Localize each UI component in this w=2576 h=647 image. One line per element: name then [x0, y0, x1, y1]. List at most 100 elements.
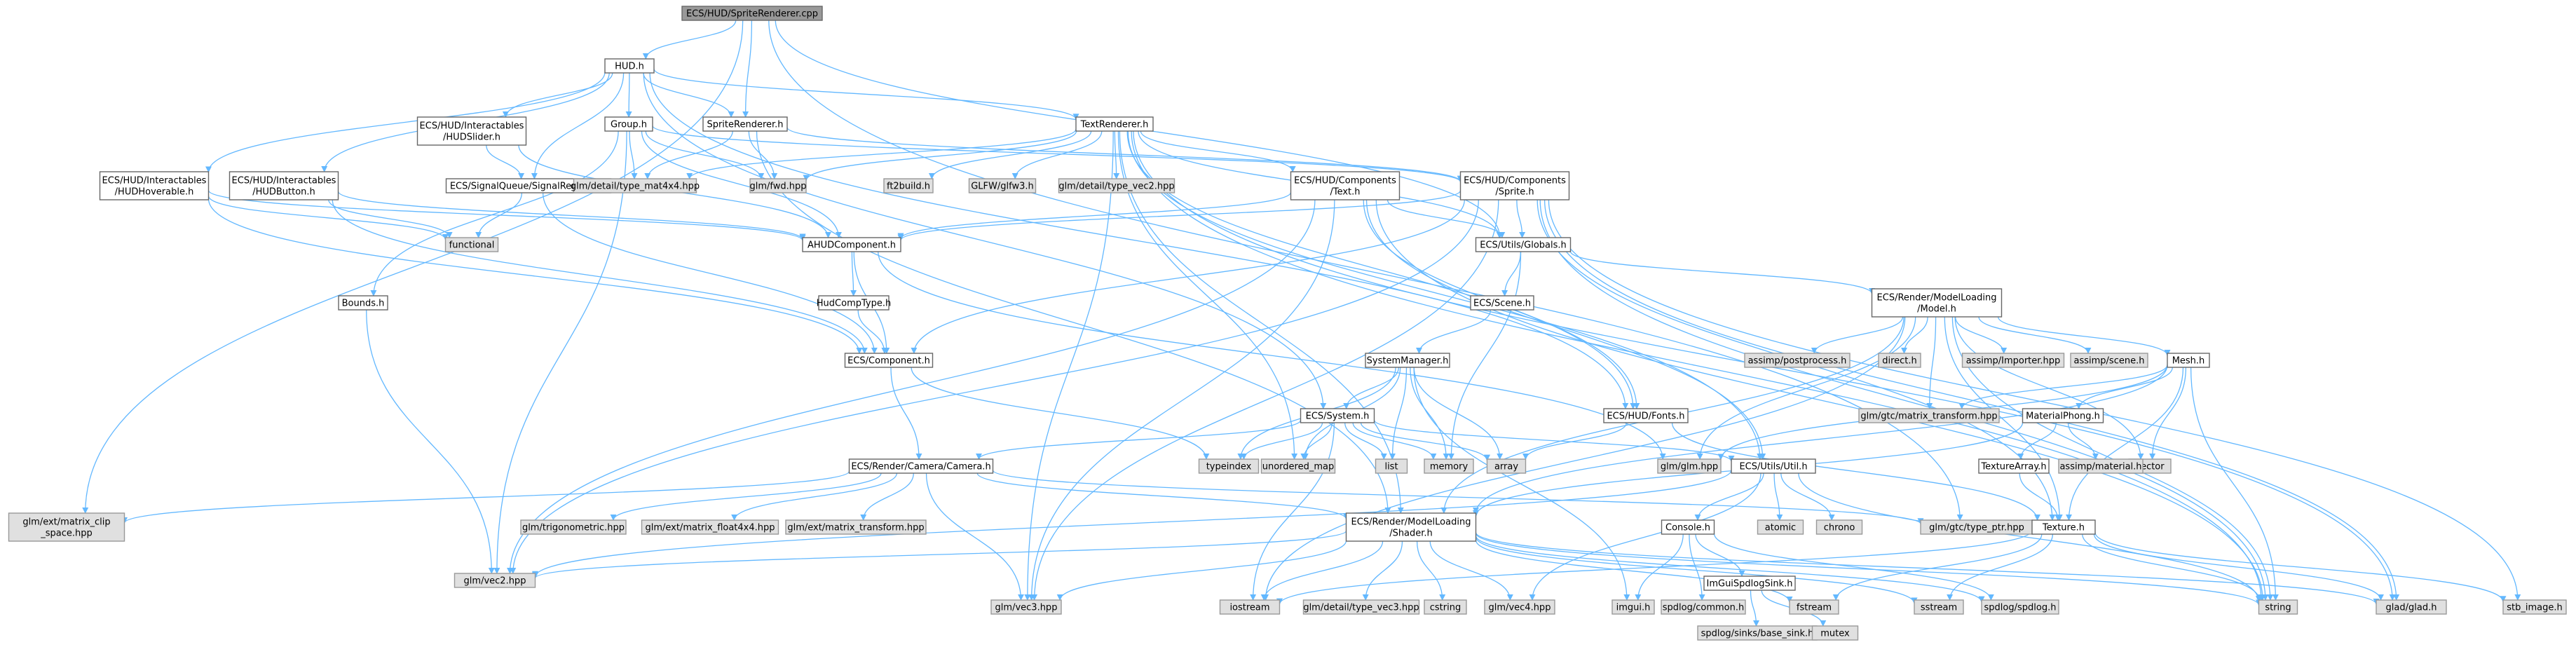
node-globals-label-0: ECS/Utils/Globals.h	[1480, 240, 1567, 251]
node-shader[interactable]: ECS/Render/ModelLoading/Shader.h	[1345, 512, 1477, 542]
node-globals[interactable]: ECS/Utils/Globals.h	[1475, 237, 1572, 252]
node-hud-label-0: HUD.h	[615, 62, 644, 72]
node-array-label-0: array	[1494, 462, 1518, 472]
node-model[interactable]: ECS/Render/ModelLoading/Model.h	[1871, 288, 2003, 318]
edge-util-to-vec2	[532, 470, 1732, 578]
node-postprocess-box	[1744, 353, 1851, 368]
node-util[interactable]: ECS/Utils/Util.h	[1731, 458, 1816, 474]
node-imgui: imgui.h	[1611, 599, 1655, 615]
node-texarray[interactable]: TextureArray.h	[1978, 458, 2050, 474]
edge-textrenderer-to-fwd	[803, 130, 1077, 182]
edge-compsprite-to-stbimage	[1548, 199, 2521, 601]
edge-shader-to-iostream	[1260, 540, 1384, 601]
node-shader-box	[1345, 512, 1477, 542]
node-mutex-box	[1811, 625, 1859, 641]
node-texture-box	[2031, 519, 2096, 535]
node-group[interactable]: Group.h	[604, 116, 653, 132]
node-typeindex-label-0: typeindex	[1206, 462, 1252, 472]
node-glad-label-0: glad/glad.h	[2386, 603, 2437, 613]
node-vec3-label-0: glm/vec3.hpp	[995, 603, 1058, 613]
node-ecssystem-label-0: ECS/System.h	[1306, 411, 1370, 422]
node-ahud[interactable]: AHUDComponent.h	[802, 237, 901, 252]
node-matphong-label-0: MaterialPhong.h	[2026, 411, 2100, 422]
node-ecssystem[interactable]: ECS/System.h	[1300, 408, 1375, 423]
edge-root-to-spriterenderer	[742, 20, 753, 118]
node-ecssystem-box	[1300, 408, 1375, 423]
edge-ecssystem-to-unordered	[1300, 422, 1333, 460]
edge-model-to-vector	[1954, 316, 2144, 460]
node-sysmanager[interactable]: SystemManager.h	[1365, 353, 1450, 368]
node-clipspace-label-1: _space.hpp	[40, 529, 93, 539]
node-cstring-box	[1424, 599, 1467, 615]
node-comptext-label-1: /Text.h	[1330, 187, 1360, 198]
edge-textrenderer-to-typevec2	[1113, 130, 1120, 179]
node-comptext[interactable]: ECS/HUD/Components/Text.h	[1290, 171, 1401, 200]
node-hudcomptype[interactable]: HudCompType.h	[817, 295, 891, 311]
edge-texture-to-iostream	[1276, 530, 2033, 605]
node-fonts[interactable]: ECS/HUD/Fonts.h	[1603, 408, 1689, 423]
edge-texture-to-sstream	[1947, 533, 2054, 601]
node-compsprite[interactable]: ECS/HUD/Components/Sprite.h	[1459, 171, 1570, 200]
node-signalqueue[interactable]: ECS/SignalQueue/SignalReceiver.h	[445, 178, 612, 193]
node-hud-box	[604, 58, 655, 74]
node-ft2build-label-0: ft2build.h	[887, 182, 930, 192]
node-iostream: iostream	[1219, 599, 1281, 615]
node-unordered-box	[1260, 458, 1336, 474]
node-ascene: assimp/scene.h	[2070, 353, 2148, 368]
edge-util-to-vec4	[1529, 472, 1761, 601]
edge-mesh-to-matphong	[2076, 367, 2173, 409]
node-hudslider[interactable]: ECS/HUD/Interactables/HUDSlider.h	[416, 116, 527, 146]
node-mat4x4-label-0: glm/detail/type_mat4x4.hpp	[571, 182, 700, 192]
node-camera[interactable]: ECS/Render/Camera/Camera.h	[848, 458, 994, 474]
node-direct-box	[1878, 353, 1921, 368]
node-mat4x4-box	[573, 178, 697, 193]
edge-camera-to-exttransform	[860, 472, 914, 521]
node-glmhpp-label-0: glm/glm.hpp	[1661, 462, 1718, 472]
node-texture[interactable]: Texture.h	[2031, 519, 2096, 535]
node-console[interactable]: Console.h	[1661, 519, 1715, 535]
edge-matphong-to-amaterial	[2067, 422, 2099, 460]
node-atomic-label-0: atomic	[1765, 523, 1796, 533]
node-scene-label-0: ECS/Scene.h	[1473, 299, 1531, 309]
edge-camera-to-trig	[610, 472, 882, 521]
edge-shader-to-sstream	[1475, 536, 1918, 604]
node-component[interactable]: ECS/Component.h	[844, 353, 934, 368]
node-cstring-label-0: cstring	[1430, 603, 1461, 613]
node-textrenderer[interactable]: TextRenderer.h	[1075, 116, 1154, 132]
node-fstream-label-0: fstream	[1797, 603, 1832, 613]
edge-camera-to-clipspace	[121, 470, 850, 524]
edge-sysmanager-to-ecssystem	[1343, 367, 1399, 409]
node-fwd-box	[749, 178, 807, 193]
node-stbimage: stb_image.h	[2502, 599, 2567, 615]
edge-globals-to-model	[1569, 251, 1875, 294]
edge-textrenderer-to-ft2build	[928, 130, 1092, 179]
node-root[interactable]: ECS/HUD/SpriteRenderer.cpp	[681, 6, 823, 21]
node-ascene-box	[2070, 353, 2148, 368]
edge-texture-to-string	[2082, 533, 2263, 601]
node-hudbutton-label-1: /HUDButton.h	[252, 187, 315, 198]
node-root-label-0: ECS/HUD/SpriteRenderer.cpp	[686, 9, 818, 20]
node-postprocess: assimp/postprocess.h	[1744, 353, 1851, 368]
node-matphong[interactable]: MaterialPhong.h	[2022, 408, 2104, 423]
node-ft2build: ft2build.h	[883, 178, 934, 193]
node-clipspace-box	[8, 512, 125, 542]
edge-model-to-mesh	[1997, 316, 2171, 357]
node-globals-box	[1475, 237, 1572, 252]
edge-util-to-chrono	[1780, 472, 1835, 521]
node-shader-label-0: ECS/Render/ModelLoading	[1351, 517, 1471, 528]
edge-camera-to-typeptr	[992, 470, 1924, 525]
node-hud[interactable]: HUD.h	[604, 58, 655, 74]
node-scene[interactable]: ECS/Scene.h	[1470, 295, 1534, 311]
node-mesh[interactable]: Mesh.h	[2167, 353, 2210, 368]
node-bounds[interactable]: Bounds.h	[338, 295, 388, 311]
edge-model-to-glmhpp	[1696, 316, 1916, 460]
edge-camera-to-vec3	[925, 472, 1025, 601]
node-typevec3: glm/detail/type_vec3.hpp	[1302, 599, 1420, 615]
node-imguisink[interactable]: ImGuiSpdlogSink.h	[1703, 576, 1796, 591]
node-hudhoverable[interactable]: ECS/HUD/Interactables/HUDHoverable.h	[99, 171, 210, 200]
node-spriterenderer[interactable]: SpriteRenderer.h	[702, 116, 788, 132]
node-vec4-box	[1484, 599, 1555, 615]
node-importer: assimp/Importer.hpp	[1961, 353, 2065, 368]
node-hudbutton[interactable]: ECS/HUD/Interactables/HUDButton.h	[229, 171, 339, 200]
